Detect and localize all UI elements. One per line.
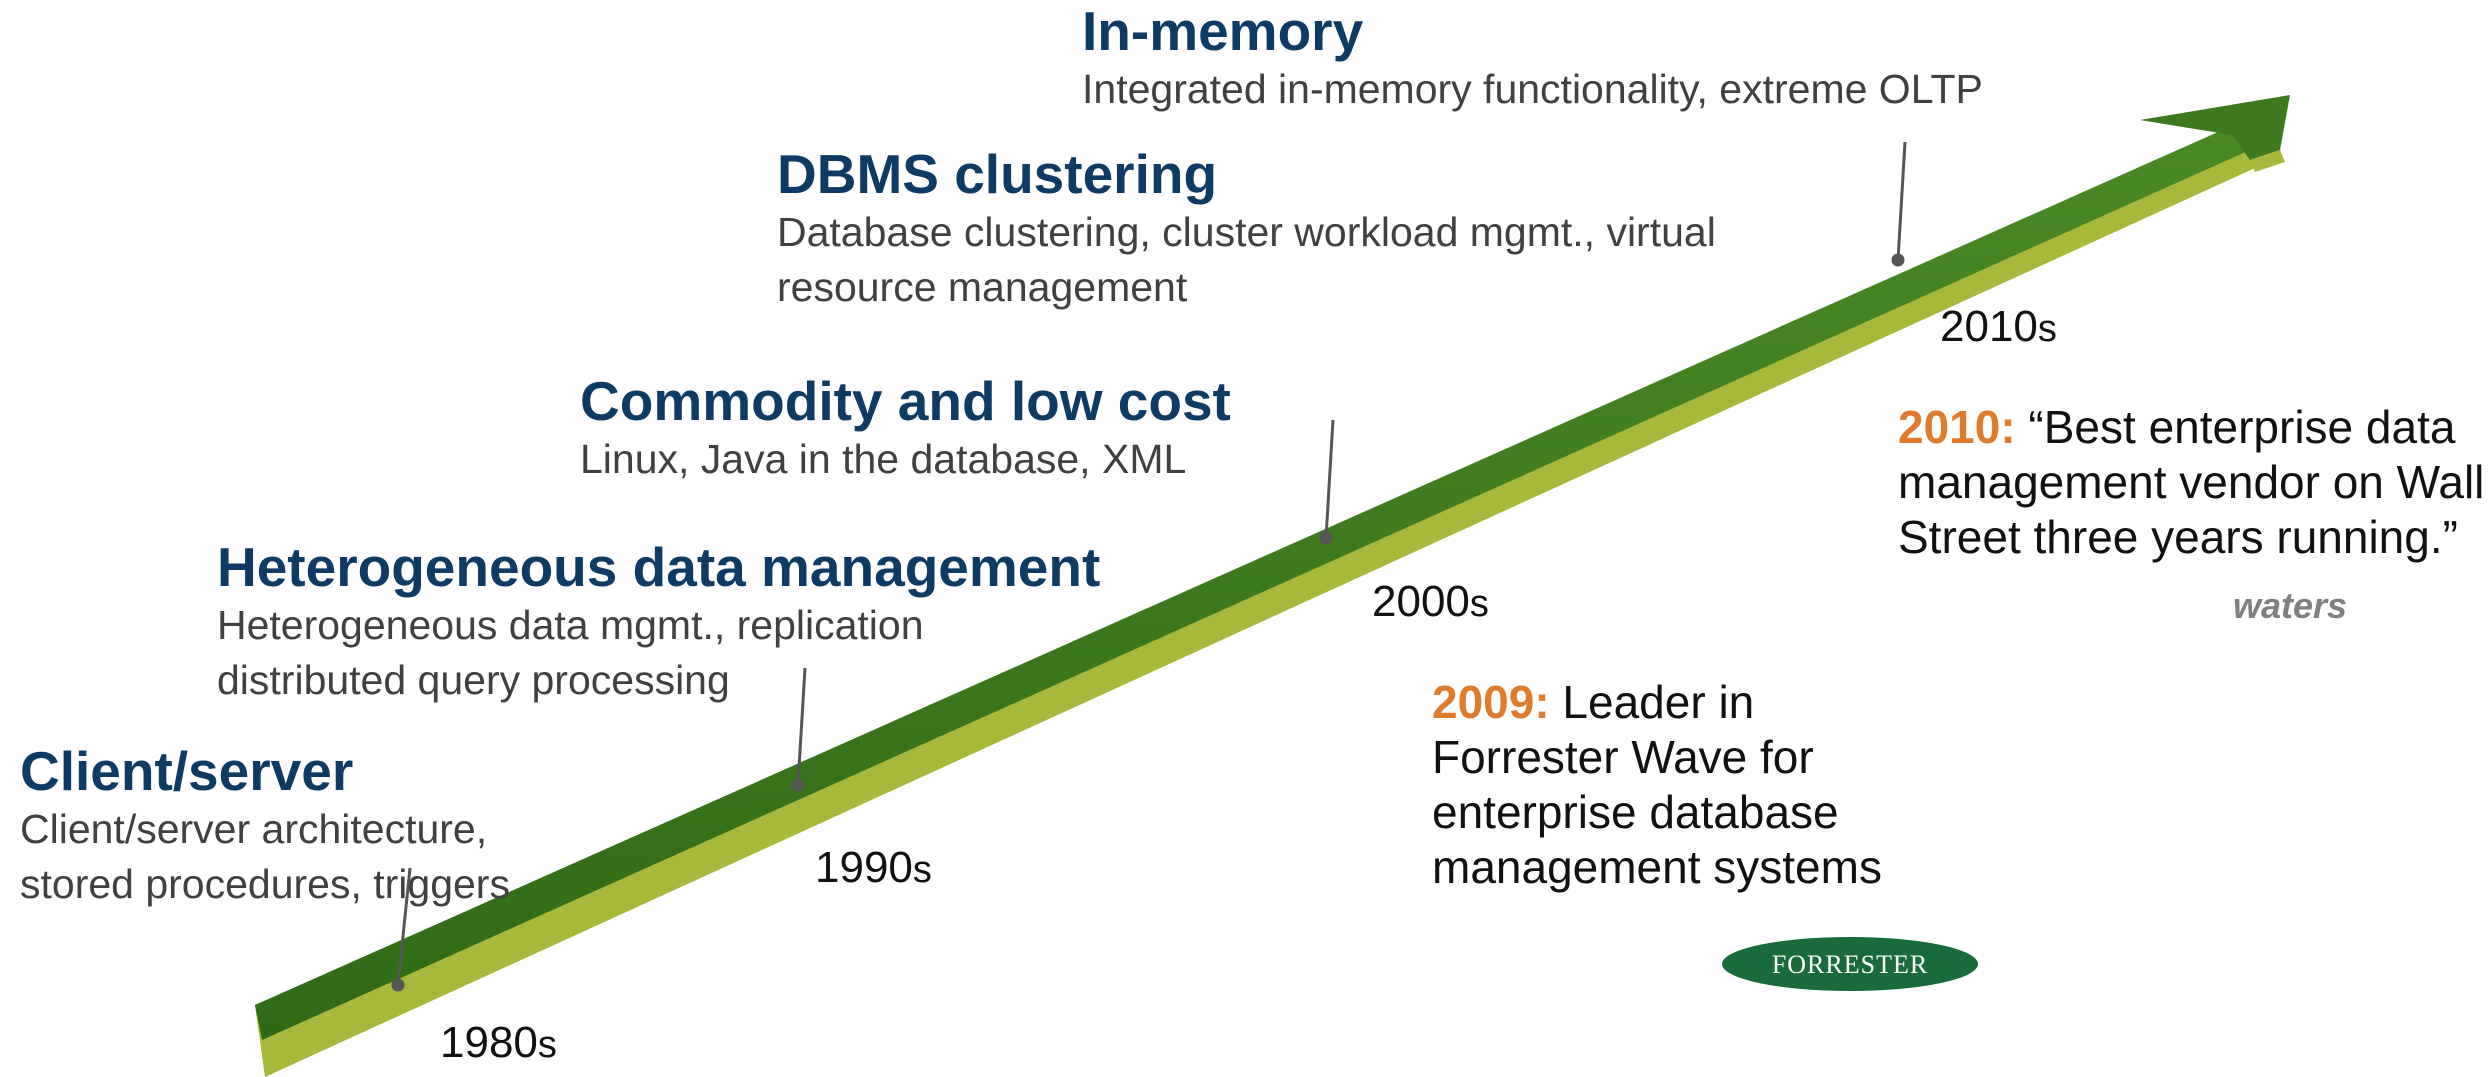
leader-line-2010s (1896, 141, 1907, 261)
arrow-edge (255, 150, 2255, 1077)
milestone-commodity: Commodity and low cost Linux, Java in th… (580, 370, 1231, 487)
milestone-description: Integrated in-memory functionality, extr… (1082, 66, 1983, 112)
waters-logo: waters (2233, 585, 2347, 626)
milestone-title: DBMS clustering (777, 143, 1218, 205)
milestone-description: Database clustering, cluster workload mg… (777, 209, 1716, 310)
decade-label-1980s: 1980s (440, 1018, 557, 1067)
milestone-description: Heterogeneous data mgmt., replication di… (217, 602, 924, 703)
award-2009: 2009: Leader in Forrester Wave for enter… (1432, 675, 1952, 895)
milestone-title: Client/server (20, 740, 354, 802)
milestone-description: Client/server architecture, stored proce… (20, 806, 510, 907)
forrester-logo: FORRESTER (1722, 937, 1978, 991)
marker-1990s (791, 778, 805, 792)
milestone-client-server: Client/server Client/server architecture… (20, 740, 510, 912)
leader-line-1990s (796, 667, 807, 786)
timeline-arrow-shaft (255, 120, 2250, 1040)
marker-2000s (1319, 531, 1333, 545)
decade-label-2010s: 2010s (1940, 302, 2057, 351)
leader-line-2000s (1324, 419, 1335, 539)
decade-label-2000s: 2000s (1372, 577, 1489, 626)
marker-2010s (1891, 253, 1905, 267)
award-text: “Best enterprise data management vendor … (1898, 401, 2485, 563)
timeline-arrow-head-edge (2250, 150, 2285, 172)
marker-1980s (391, 978, 405, 992)
milestone-dbms-clustering: DBMS clustering Database clustering, clu… (777, 143, 1716, 315)
milestone-in-memory: In-memory Integrated in-memory functiona… (1082, 0, 1983, 117)
milestone-title: Commodity and low cost (580, 370, 1231, 432)
milestone-title: Heterogeneous data management (217, 536, 1101, 598)
forrester-logo-text: FORRESTER (1772, 950, 1928, 979)
milestone-title: In-memory (1082, 0, 1364, 62)
award-2010: 2010: “Best enterprise data management v… (1898, 400, 2490, 565)
milestone-heterogeneous: Heterogeneous data management Heterogene… (217, 536, 1100, 708)
timeline-arrow-head (2140, 95, 2290, 160)
award-text: Leader in Forrester Wave for enterprise … (1432, 676, 1882, 893)
award-year: 2009: (1432, 676, 1550, 728)
milestone-description: Linux, Java in the database, XML (580, 436, 1187, 482)
decade-label-1990s: 1990s (815, 843, 932, 892)
award-year: 2010: (1898, 401, 2016, 453)
leader-line-1980s (396, 867, 412, 986)
